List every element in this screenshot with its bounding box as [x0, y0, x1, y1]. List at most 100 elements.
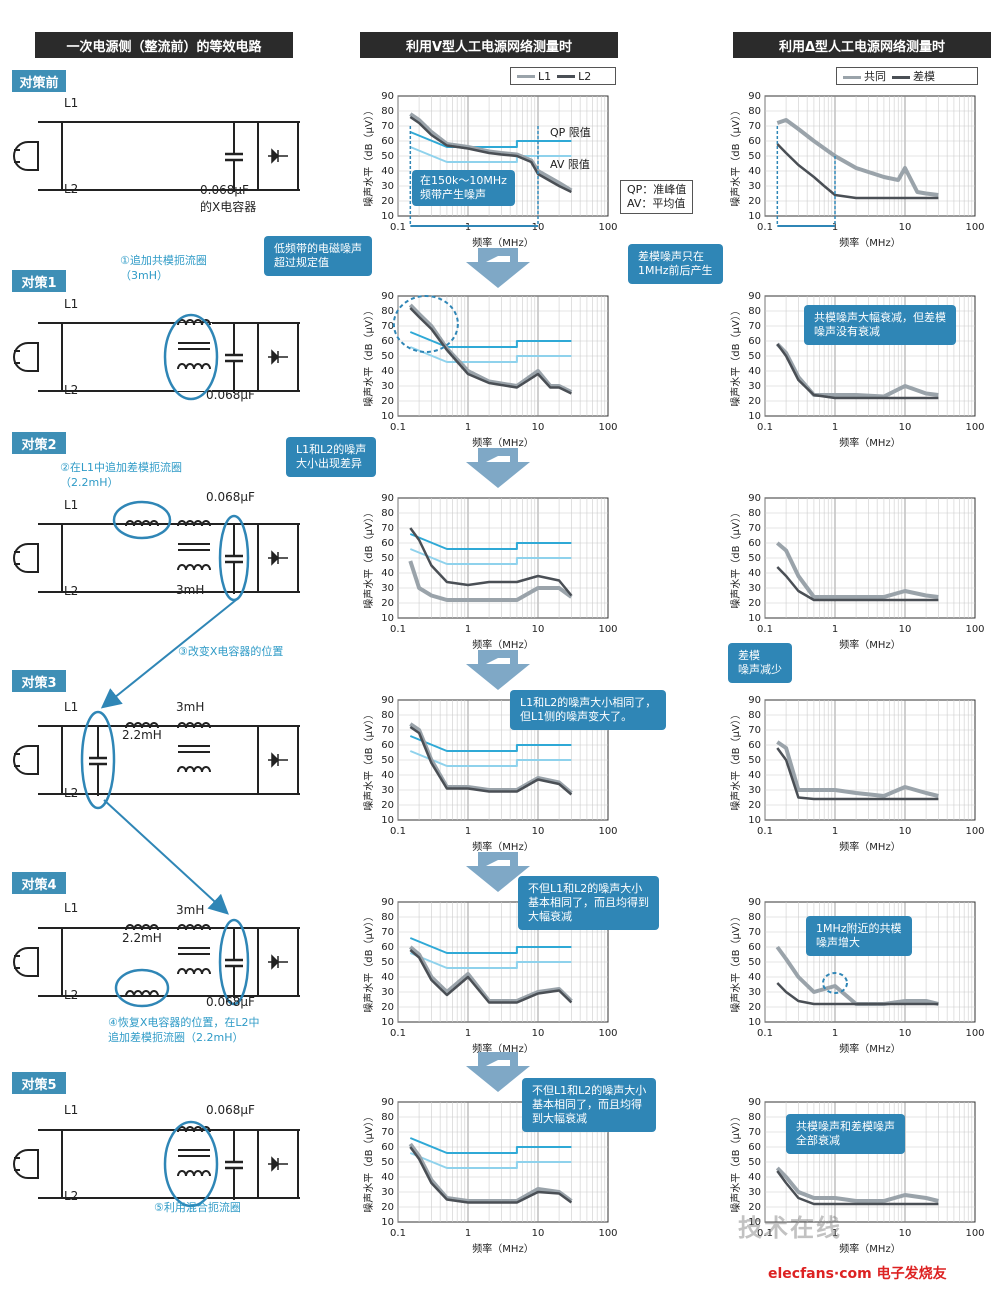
l2-label: L2 [64, 786, 79, 800]
y-tick: 80 [748, 912, 761, 923]
y-tick: 90 [381, 1097, 394, 1108]
y-tick: 30 [381, 1187, 394, 1198]
y-tick: 50 [748, 755, 761, 766]
y-tick: 80 [748, 508, 761, 519]
y-tick: 60 [381, 336, 394, 347]
y-tick: 30 [748, 785, 761, 796]
callout-cm-reduced: 共模噪声大幅衰减，但差模噪声没有衰减 [804, 305, 956, 345]
step-label: 对策前 [12, 70, 66, 92]
y-axis-label: 噪声水平（dB（μV）） [729, 105, 742, 206]
x-tick: 1 [465, 222, 471, 233]
y-tick: 30 [748, 583, 761, 594]
y-tick: 80 [748, 306, 761, 317]
l1-label: L1 [64, 297, 79, 311]
series-L2 [409, 307, 572, 395]
series-共同 [775, 1166, 939, 1203]
series-L2 [409, 527, 573, 597]
y-tick: 50 [381, 351, 394, 362]
y-tick: 80 [381, 710, 394, 721]
qp-limit-line [409, 937, 572, 954]
step-label: 对策2 [12, 432, 66, 454]
y-tick: 10 [381, 613, 394, 624]
inductance-3mh: 3mH [176, 700, 205, 714]
note-1b: （3mH） [120, 269, 168, 282]
x-tick: 10 [532, 422, 545, 433]
y-tick: 80 [381, 508, 394, 519]
y-tick: 20 [381, 1202, 394, 1213]
series-L2 [409, 1146, 573, 1204]
y-tick: 50 [381, 1157, 394, 1168]
y-tick: 10 [748, 211, 761, 222]
y-tick: 90 [381, 493, 394, 504]
step-arrow [466, 248, 530, 288]
x-axis-label: 频率（MHz） [472, 436, 533, 449]
l1-label: L1 [64, 96, 79, 110]
legend-common: 共同 [864, 70, 886, 83]
x-tick: 0.1 [390, 222, 406, 233]
legend-l2: L2 [578, 69, 592, 83]
av-meaning: AV：平均值 [627, 197, 686, 210]
y-tick: 30 [381, 583, 394, 594]
series-L2 [409, 949, 573, 1004]
y-tick: 30 [748, 381, 761, 392]
y-tick: 90 [381, 291, 394, 302]
av-limit-line [409, 548, 572, 565]
x-tick: 100 [965, 1028, 984, 1039]
series-共同 [776, 541, 939, 599]
note-4b: 追加差模扼流圈（2.2mH） [108, 1031, 244, 1044]
y-tick: 40 [748, 1172, 761, 1183]
x-tick: 100 [598, 1028, 617, 1039]
y-tick: 60 [381, 740, 394, 751]
y-tick: 10 [381, 1017, 394, 1028]
x-tick: 100 [598, 1228, 617, 1239]
y-tick: 70 [748, 321, 761, 332]
y-tick: 60 [748, 740, 761, 751]
x-tick: 0.1 [757, 624, 773, 635]
v-legend: L1 L2 [510, 67, 616, 85]
x-tick: 1 [465, 1228, 471, 1239]
series-L1 [409, 945, 573, 1003]
y-tick: 30 [748, 987, 761, 998]
x-tick: 1 [832, 422, 838, 433]
y-tick: 20 [748, 196, 761, 207]
x-tick: 100 [965, 1228, 984, 1239]
x-axis-label: 频率（MHz） [839, 436, 900, 449]
x-tick: 1 [465, 624, 471, 635]
y-tick: 70 [381, 725, 394, 736]
y-tick: 70 [748, 725, 761, 736]
capacitor-move-arrows [100, 599, 237, 915]
y-tick: 10 [381, 1217, 394, 1228]
x-axis-label: 频率（MHz） [839, 1242, 900, 1255]
y-tick: 20 [381, 800, 394, 811]
y-tick: 20 [748, 800, 761, 811]
x-tick: 10 [532, 1028, 545, 1039]
l1-label: L1 [64, 901, 79, 915]
qp-limit-line [409, 331, 572, 348]
l2-label: L2 [64, 988, 79, 1002]
brand-footer: elecfans·com 电子发烧友 [768, 1263, 947, 1283]
x-tick: 10 [899, 1228, 912, 1239]
y-tick: 50 [748, 351, 761, 362]
watermark: 技术在线 [738, 1214, 842, 1242]
x-axis-label: 频率（MHz） [472, 1242, 533, 1255]
note-2a: ②在L1中追加差模扼流圈 [60, 461, 182, 474]
x-axis-label: 频率（MHz） [839, 1042, 900, 1055]
l2-label: L2 [64, 182, 79, 196]
x-tick: 0.1 [757, 1028, 773, 1039]
av-limit-line [409, 952, 572, 969]
y-tick: 10 [748, 411, 761, 422]
y-axis-label: 噪声水平（dB（μV）） [362, 507, 375, 608]
x-tick: 1 [832, 1028, 838, 1039]
x-axis-label: 频率（MHz） [472, 638, 533, 651]
step-arrow [466, 1052, 530, 1092]
y-tick: 60 [748, 942, 761, 953]
brand-logo: elecfans·com 电子发烧友 [768, 1266, 947, 1282]
y-tick: 10 [381, 211, 394, 222]
y-tick: 40 [381, 972, 394, 983]
y-tick: 40 [748, 366, 761, 377]
y-tick: 50 [381, 151, 394, 162]
